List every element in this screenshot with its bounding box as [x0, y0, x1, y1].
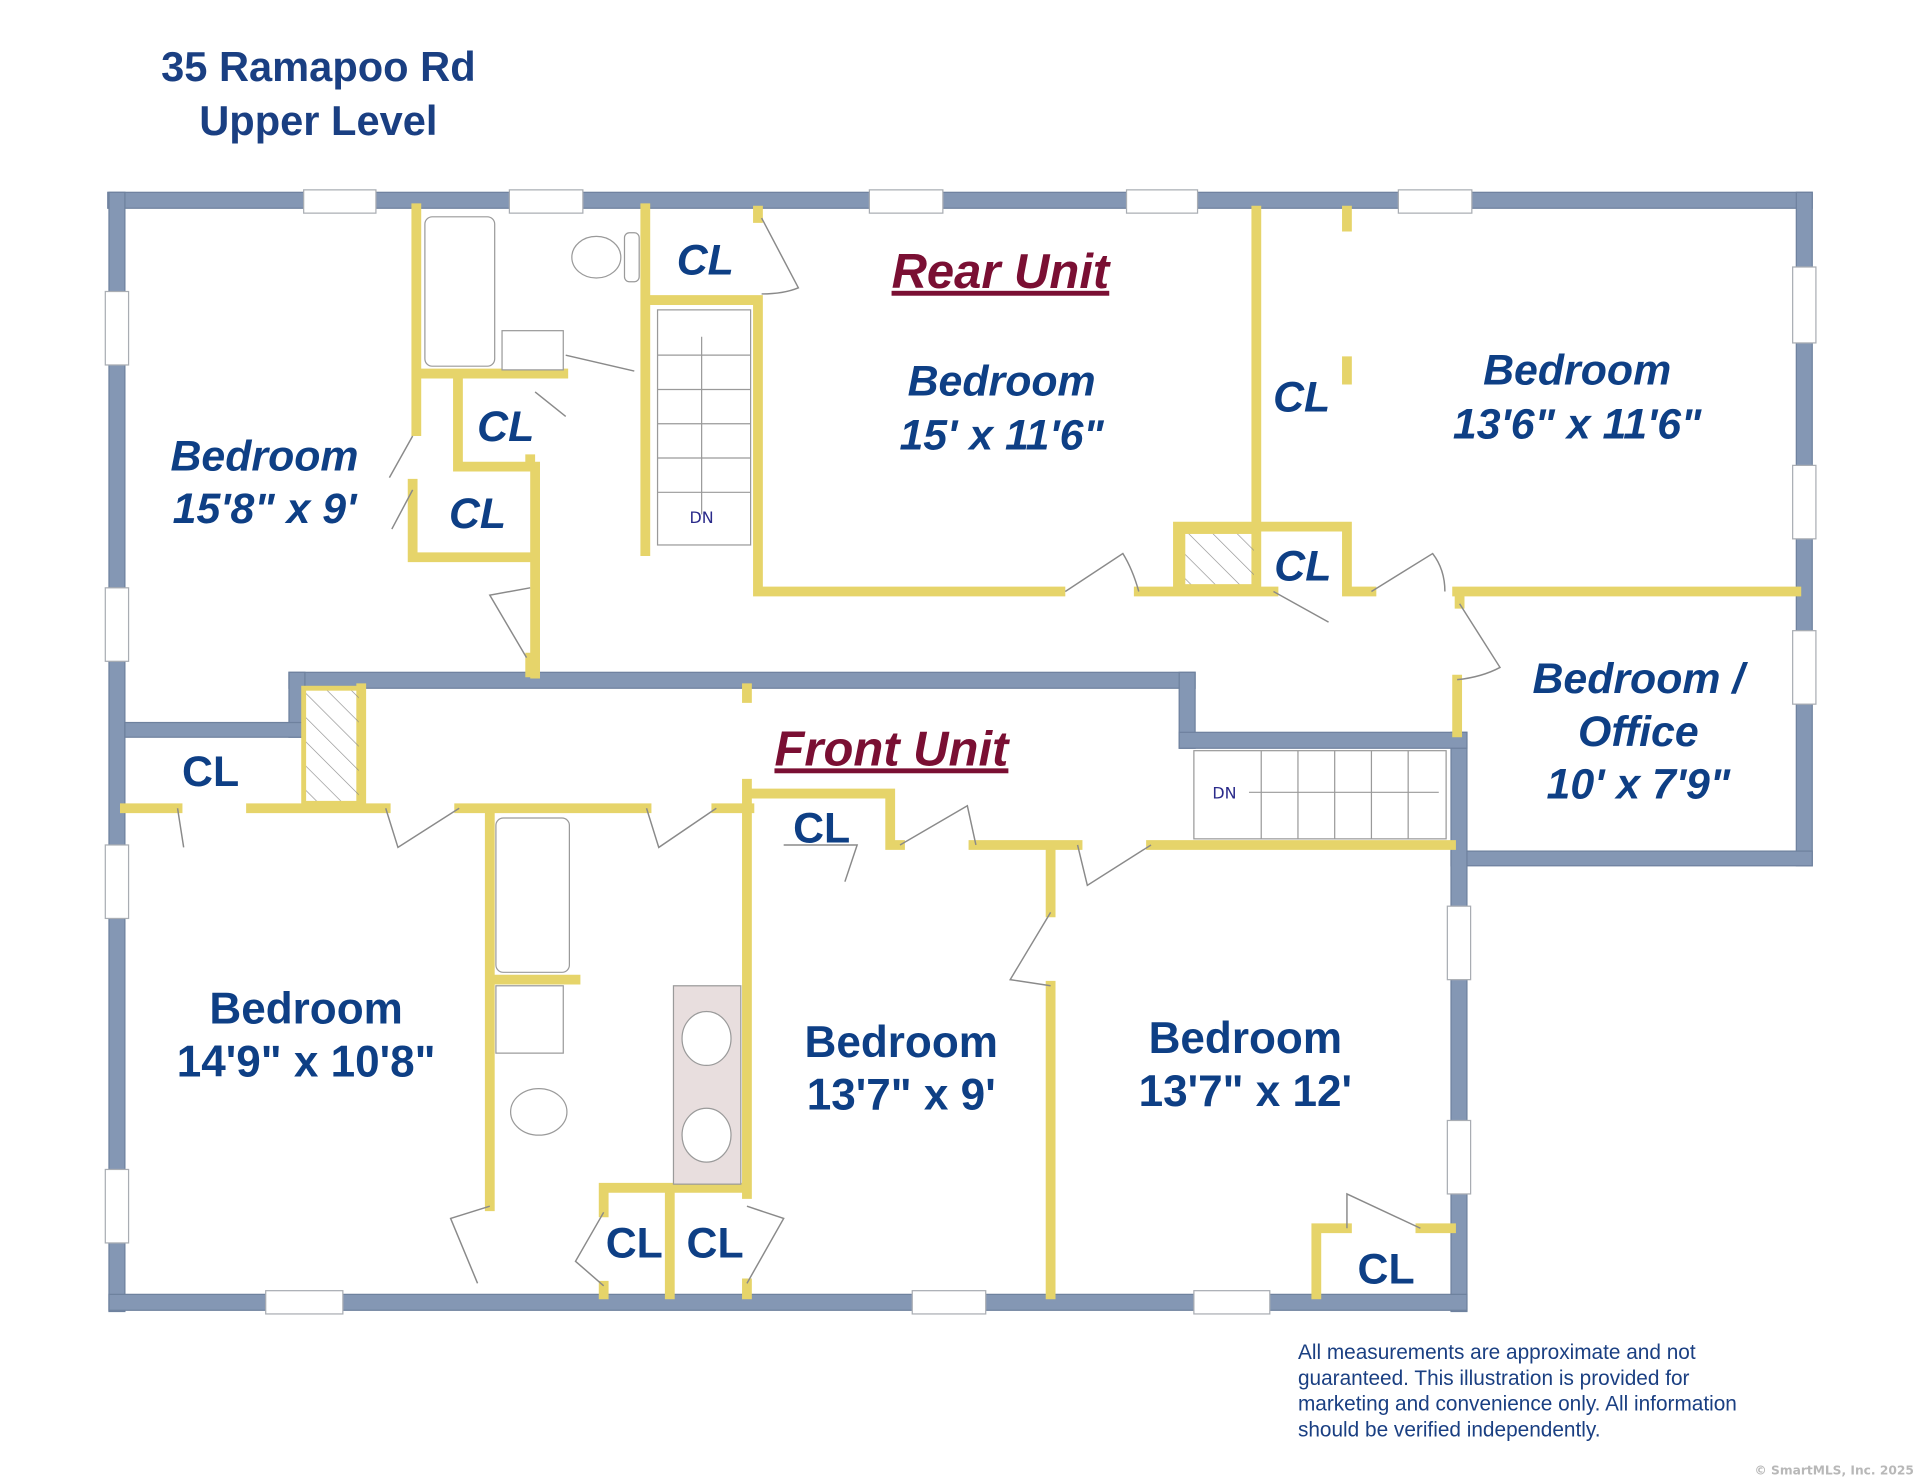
svg-text:13'7" x 12': 13'7" x 12' [1139, 1067, 1352, 1116]
svg-text:All measurements are approxima: All measurements are approximate and not [1298, 1341, 1696, 1364]
closet-labels: CL CL CL CL CL CL CL CL CL CL [182, 236, 1415, 1293]
stairs-down-label: DN [1212, 783, 1236, 802]
svg-text:15' x 11'6": 15' x 11'6" [899, 411, 1104, 459]
closet-label: CL [1358, 1245, 1415, 1293]
bathtub-icon [424, 216, 496, 367]
svg-text:Bedroom: Bedroom [1483, 347, 1671, 395]
svg-text:13'7" x 9': 13'7" x 9' [807, 1070, 996, 1119]
windows [104, 189, 1817, 1315]
rear-unit-title: Rear Unit [892, 245, 1111, 299]
svg-text:Bedroom: Bedroom [804, 1018, 997, 1067]
stairs-rear: DN [656, 309, 752, 546]
svg-text:13'6" x 11'6": 13'6" x 11'6" [1453, 400, 1702, 448]
svg-text:Bedroom: Bedroom [170, 432, 358, 480]
svg-text:marketing and convenience only: marketing and convenience only. All info… [1298, 1393, 1737, 1416]
disclaimer: All measurements are approximate and not… [1298, 1341, 1737, 1441]
room-office: Bedroom / Office 10' x 7'9" [1532, 655, 1748, 808]
interior-walls [120, 203, 1802, 1300]
room-rear-bedroom-left: Bedroom 15'8" x 9' [170, 432, 358, 533]
closet-label: CL [793, 805, 850, 853]
room-front-bedroom-right: Bedroom 13'7" x 12' [1139, 1014, 1352, 1116]
toilet-icon [510, 1088, 568, 1136]
room-front-bedroom-left: Bedroom 14'9" x 10'8" [177, 985, 436, 1087]
svg-text:10' x 7'9": 10' x 7'9" [1547, 760, 1731, 808]
room-rear-bedroom-right: Bedroom 13'6" x 11'6" [1453, 347, 1702, 449]
closet-label: CL [687, 1220, 744, 1268]
svg-text:Bedroom: Bedroom [209, 985, 402, 1034]
doors [176, 217, 1502, 1287]
bathtub-icon [495, 817, 570, 973]
closet-label: CL [449, 490, 506, 538]
room-rear-bedroom-center: Bedroom 15' x 11'6" [899, 358, 1104, 460]
svg-text:15'8" x 9': 15'8" x 9' [173, 485, 358, 533]
closet-label: CL [1274, 542, 1331, 590]
address-title: 35 Ramapoo Rd [161, 43, 476, 90]
copyright: © SmartMLS, Inc. 2025 [1755, 1463, 1914, 1477]
closet-label: CL [477, 403, 534, 451]
room-front-bedroom-center: Bedroom 13'7" x 9' [804, 1018, 997, 1120]
svg-text:should be verified independent: should be verified independently. [1298, 1418, 1601, 1441]
closet-label: CL [1273, 374, 1330, 422]
svg-text:Bedroom: Bedroom [1149, 1014, 1342, 1063]
level-title: Upper Level [199, 97, 437, 144]
front-unit-title: Front Unit [774, 722, 1010, 776]
toilet-icon [571, 235, 622, 279]
closet-label: CL [677, 236, 734, 284]
stairs-front: DN [1193, 750, 1447, 840]
svg-text:14'9" x 10'8": 14'9" x 10'8" [177, 1037, 436, 1086]
closet-label: CL [606, 1220, 663, 1268]
fixtures [424, 216, 742, 1185]
closet-label: CL [182, 748, 239, 796]
svg-text:guaranteed. This illustration: guaranteed. This illustration is provide… [1298, 1367, 1690, 1390]
svg-text:Office: Office [1578, 708, 1699, 756]
stairs-down-label: DN [690, 508, 714, 527]
svg-text:Bedroom /: Bedroom / [1532, 655, 1748, 703]
svg-text:Bedroom: Bedroom [908, 358, 1096, 406]
